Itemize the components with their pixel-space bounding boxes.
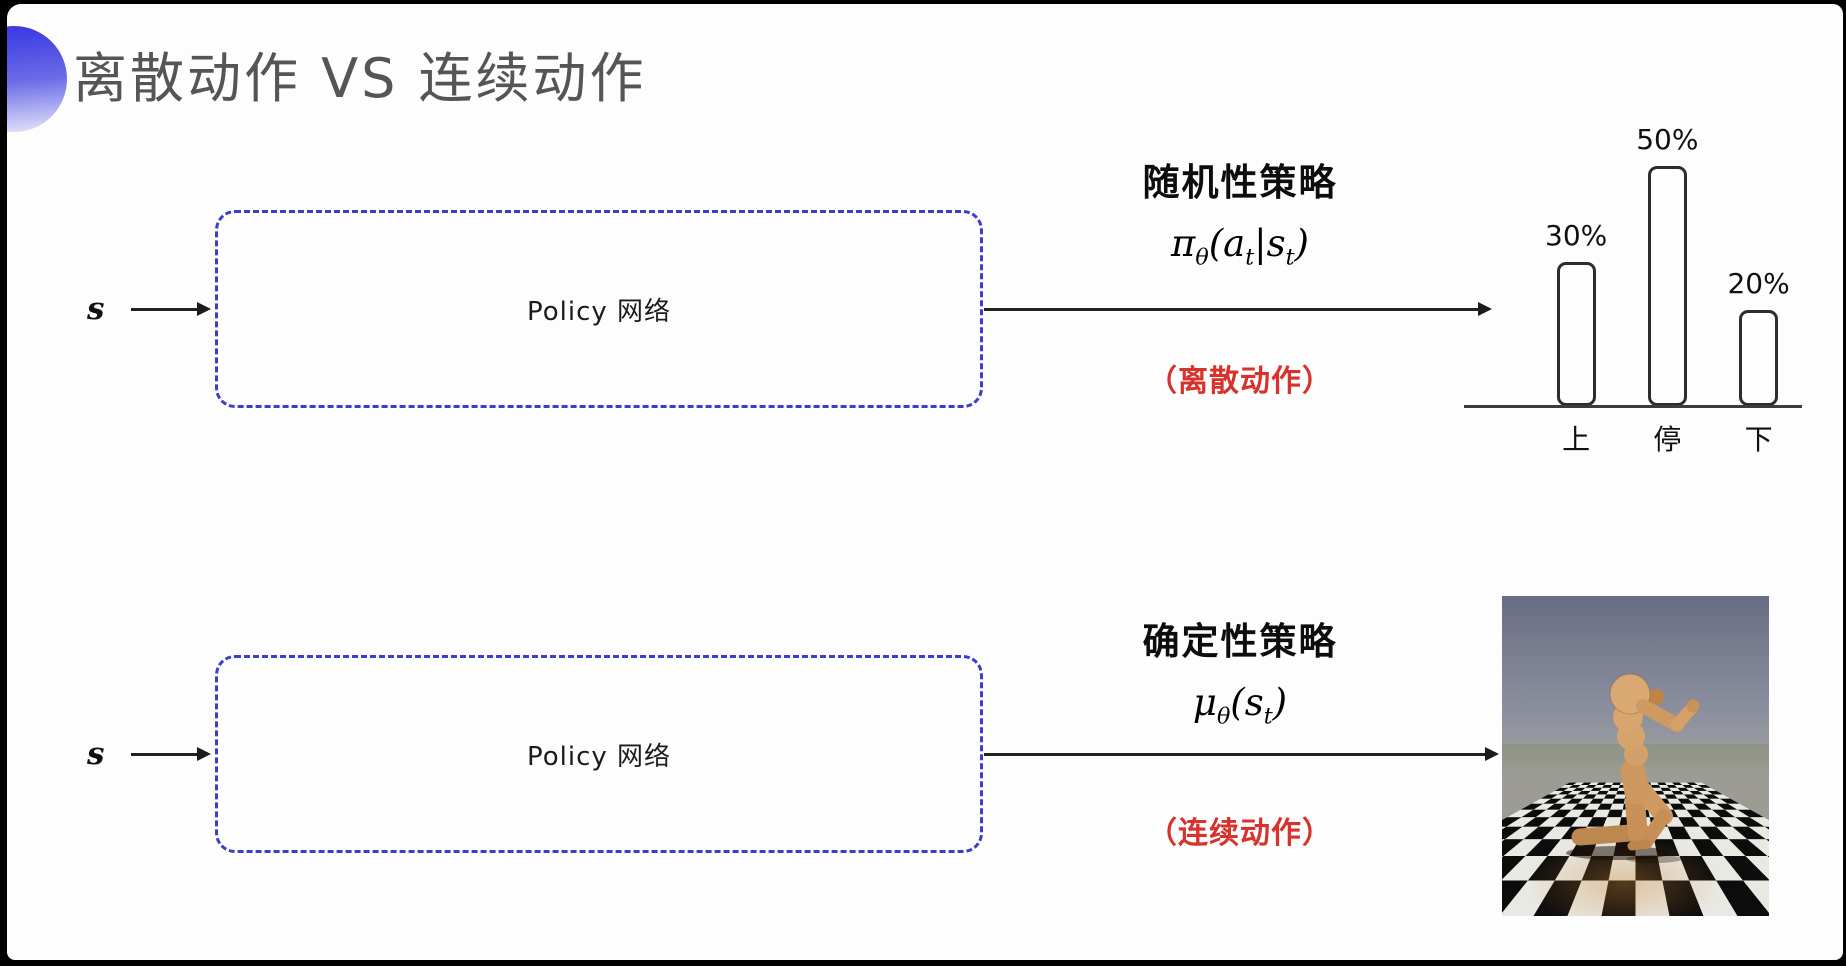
deterministic-policy-name: 确定性策略	[1142, 620, 1338, 663]
bar-value-label: 30%	[1545, 219, 1608, 252]
discrete-action-caption: （离散动作）	[1147, 364, 1333, 399]
page-title: 离散动作 VS 连续动作	[73, 47, 647, 110]
policy-network-label-top: Policy 网络	[526, 296, 672, 327]
policy-network-box-top: Policy 网络	[215, 210, 983, 408]
action-bar-chart: 30% 上 50% 停 20% 下	[1545, 123, 1790, 456]
output-arrow-bottom	[984, 753, 1487, 756]
bar-category-label: 上	[1562, 423, 1591, 456]
bar	[1556, 262, 1596, 406]
deterministic-policy-text: 确定性策略 μθ(st)	[1075, 611, 1405, 730]
mujoco-humanoid-simulation-image	[1502, 596, 1769, 916]
input-arrow-bottom	[131, 753, 199, 756]
deterministic-policy-formula: μθ(st)	[1192, 681, 1288, 730]
bar-unit: 50% 停	[1636, 123, 1699, 456]
slide: 离散动作 VS 连续动作 s Policy 网络 随机性策略 πθ(at|st)…	[7, 4, 1843, 960]
policy-network-box-bottom: Policy 网络	[215, 655, 983, 853]
input-arrow-top	[131, 308, 199, 311]
bar	[1739, 310, 1779, 406]
bar-unit: 20% 下	[1727, 267, 1790, 456]
policy-network-label-bottom: Policy 网络	[526, 741, 672, 772]
bar-chart-axis-line	[1464, 405, 1802, 408]
stochastic-policy-name: 随机性策略	[1142, 161, 1338, 204]
state-input-label-bottom: s	[87, 736, 105, 772]
state-input-label-top: s	[87, 291, 105, 327]
humanoid-scene	[1502, 596, 1769, 916]
stochastic-policy-text: 随机性策略 πθ(at|st)	[1075, 152, 1405, 271]
bar-category-label: 停	[1653, 423, 1682, 456]
title-bullet-decoration-icon	[7, 26, 67, 132]
bar-category-label: 下	[1744, 423, 1773, 456]
continuous-action-caption: （连续动作）	[1147, 816, 1333, 851]
output-arrow-top	[984, 308, 1480, 311]
bar-unit: 30% 上	[1545, 219, 1608, 456]
bar-value-label: 20%	[1727, 267, 1790, 300]
stochastic-policy-formula: πθ(at|st)	[1171, 222, 1309, 271]
bar	[1647, 166, 1687, 406]
bar-value-label: 50%	[1636, 123, 1699, 156]
humanoid-robot	[1566, 673, 1700, 863]
